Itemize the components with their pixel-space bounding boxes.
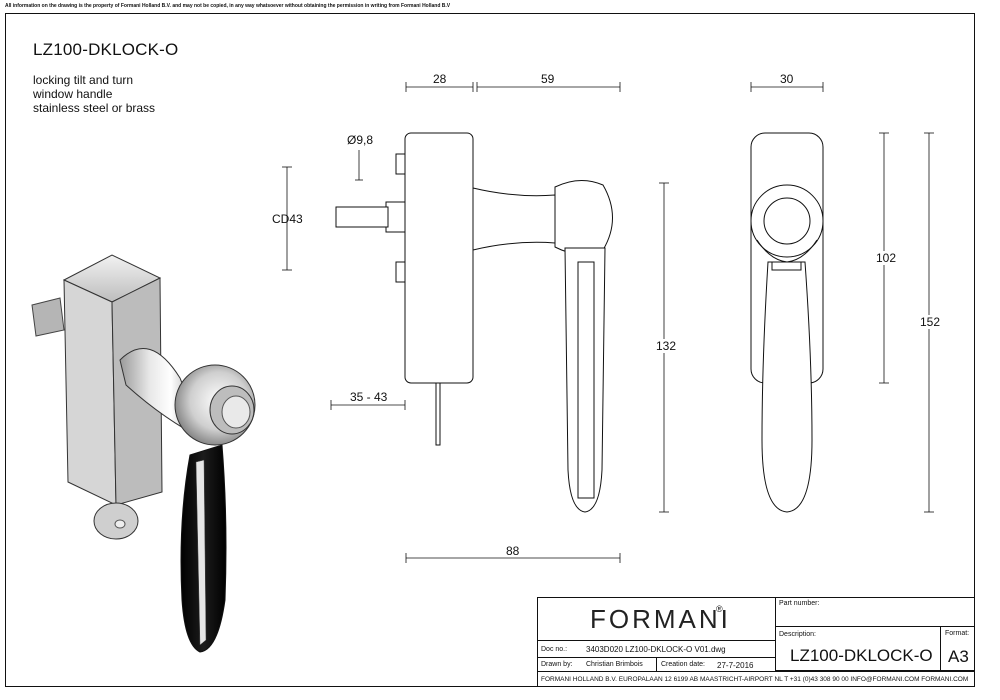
drawn-by-value: Christian Brimbois (586, 661, 643, 668)
brand-logo: FORMANI (590, 604, 731, 634)
part-number-label: Part number: (779, 600, 820, 607)
creation-date-value: 27-7-2016 (717, 661, 754, 670)
format-value: A3 (948, 647, 969, 666)
dimension-88: 88 (506, 544, 520, 558)
dimension-102: 102 (876, 251, 897, 265)
dimension-35-43: 35 - 43 (350, 390, 388, 404)
dimension-28: 28 (433, 72, 447, 86)
description-line-1: locking tilt and turn (33, 73, 134, 87)
isometric-view (31, 254, 256, 653)
dimension-152: 152 (920, 315, 941, 329)
front-view (750, 132, 824, 513)
description-label: Description: (779, 631, 816, 638)
description-value: LZ100-DKLOCK-O (790, 646, 933, 665)
brand-cell: FORMANI ® (537, 597, 776, 641)
dimension-diameter: Ø9,8 (347, 133, 374, 147)
brand-registered-mark: ® (716, 604, 723, 614)
doc-no-label: Doc no.: (541, 646, 568, 653)
dimension-132: 132 (656, 339, 677, 353)
copyright-notice: All information on the drawing is the pr… (5, 3, 451, 9)
creation-date-label: Creation date: (661, 661, 705, 668)
drawn-by-cell: Drawn by: Christian Brimbois (537, 657, 657, 672)
company-footer: FORMANI HOLLAND B.V. EUROPALAAN 12 6199 … (541, 676, 969, 683)
dimension-59: 59 (541, 72, 555, 86)
format-label: Format: (945, 630, 970, 637)
part-number-cell: Part number: (775, 597, 975, 627)
description-cell: Description: LZ100-DKLOCK-O (775, 626, 941, 671)
creation-date-cell: Creation date: 27-7-2016 (656, 657, 776, 672)
doc-no-value: 3403D020 LZ100-DKLOCK-O V01.dwg (586, 645, 726, 654)
dimension-30: 30 (780, 72, 794, 86)
side-view (335, 132, 613, 513)
format-cell: Format: A3 (940, 626, 975, 671)
dimension-lines (282, 82, 934, 563)
drawing-frame (5, 13, 975, 687)
dimension-cd43: CD43 (272, 212, 303, 226)
description-line-3: stainless steel or brass (33, 101, 156, 115)
drawn-by-label: Drawn by: (541, 661, 573, 668)
doc-no-cell: Doc no.: 3403D020 LZ100-DKLOCK-O V01.dwg (537, 640, 776, 658)
drawing-title: LZ100-DKLOCK-O (33, 40, 179, 59)
description-line-2: window handle (33, 87, 113, 101)
footer-cell: FORMANI HOLLAND B.V. EUROPALAAN 12 6199 … (537, 671, 975, 687)
